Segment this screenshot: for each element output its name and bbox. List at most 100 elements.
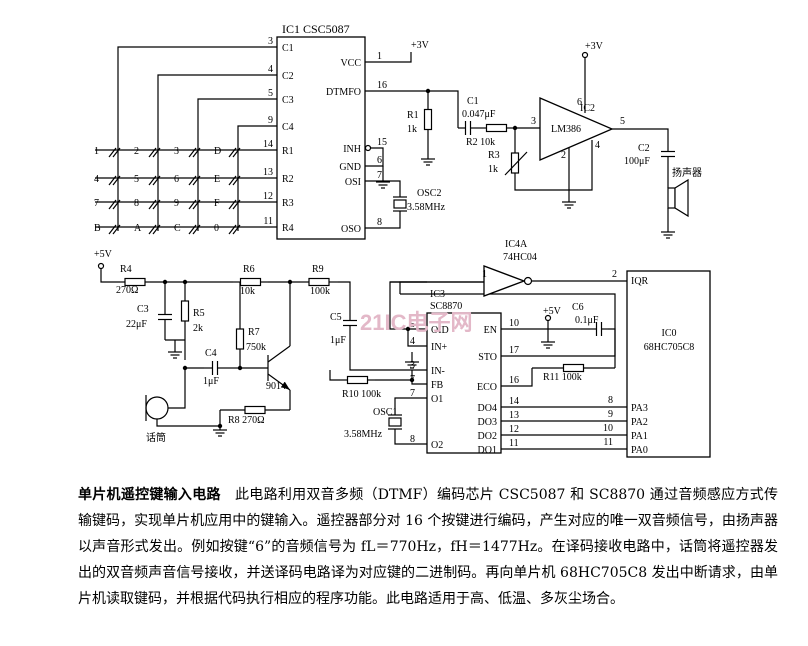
ic1-pin-number: 15 <box>377 137 387 148</box>
vcc-left-terminal <box>97 262 105 270</box>
switch-blade <box>228 224 237 235</box>
ic1-pin-vcc: VCC <box>340 58 361 69</box>
switch-blade <box>112 199 121 210</box>
switch-blade <box>188 199 197 210</box>
crystal-osc1 <box>388 414 402 430</box>
vcc-rx-label: +5V <box>543 306 562 317</box>
c3-value: 22μF <box>126 319 147 330</box>
ic3-pin-do4: DO4 <box>478 403 497 414</box>
ic0-label: IC0 <box>662 328 677 339</box>
wire <box>365 52 412 63</box>
caption-body: 此电路利用双音多频（DTMF）编码芯片 CSC5087 和 SC8870 通过音… <box>78 487 778 607</box>
ic1-pin-r2: R2 <box>282 174 294 185</box>
capacitor-c5 <box>343 319 357 327</box>
ic3-pin-number: 12 <box>509 424 519 435</box>
switch-blade <box>192 199 201 210</box>
key-label: 5 <box>134 174 139 185</box>
wire <box>501 368 533 387</box>
vcc-amp-terminal <box>581 51 589 59</box>
switch-blade <box>108 199 117 210</box>
wire <box>394 432 427 445</box>
ic2-pin-supply: 6 <box>577 97 582 108</box>
ic1-label: IC1 CSC5087 <box>282 22 350 36</box>
r3-value: 1k <box>488 164 498 175</box>
switch-blade <box>108 175 117 186</box>
ic3-pin-number: 10 <box>509 318 519 329</box>
ic1-pin-c4: C4 <box>282 122 294 133</box>
switch-blade <box>112 147 121 158</box>
key-label: F <box>214 198 220 209</box>
key-label: 3 <box>174 146 179 157</box>
wire <box>365 215 401 229</box>
c3-label: C3 <box>137 304 149 315</box>
ic1-pin-dtmfo: DTMFO <box>326 87 361 98</box>
ic3-pin-do2: DO2 <box>478 431 497 442</box>
vcc-left-label: +5V <box>94 249 113 260</box>
r3-adjust-arrow <box>504 151 528 176</box>
switch-blade <box>152 199 161 210</box>
wire <box>338 281 351 313</box>
ic1-pin-osi: OSI <box>345 177 361 188</box>
key-label: 9 <box>174 198 179 209</box>
switch-blade <box>188 175 197 186</box>
wire <box>394 397 427 412</box>
ic1-pin-number: 12 <box>263 191 273 202</box>
ic1-pin-oso: OSO <box>341 224 361 235</box>
transistor-collector <box>267 345 291 363</box>
wire <box>117 46 277 231</box>
ground-symbol <box>213 426 227 437</box>
ic3-pin-number: 7 <box>410 374 415 385</box>
resistor-r10 <box>346 375 369 385</box>
osc1-value: 3.58MHz <box>344 429 383 440</box>
ic3-pin-number: 13 <box>509 410 519 421</box>
resistor-r11 <box>562 363 585 373</box>
osc2-value: 3.58MHz <box>407 202 446 213</box>
labels: IC1 CSC5087C13C24C35C49R114R213R312R411V… <box>94 22 702 456</box>
caption-gap <box>221 487 235 503</box>
key-switch <box>108 199 121 210</box>
wire <box>237 125 277 231</box>
osc1-label: OSC1 <box>373 407 397 418</box>
c4-value: 1μF <box>203 376 219 387</box>
wire <box>365 180 401 193</box>
r11-label: R11 100k <box>543 372 582 383</box>
capacitor-c3 <box>158 313 172 321</box>
resistor-r8 <box>244 405 266 415</box>
switch-blade <box>152 175 161 186</box>
ic0-68hc705c8 <box>626 270 711 458</box>
capacitor-c4 <box>211 361 219 375</box>
ic3-pin-o2: O2 <box>431 440 443 451</box>
switch-blade <box>232 224 241 235</box>
switch-blade <box>152 147 161 158</box>
ic3-pin-number: 8 <box>410 434 415 445</box>
ic3-pin-fb: FB <box>431 380 444 391</box>
key-switch <box>188 199 201 210</box>
switch-blade <box>192 224 201 235</box>
r8-label: R8 270Ω <box>228 415 265 426</box>
r5-label: R5 <box>193 308 205 319</box>
ic1-pin-number: 6 <box>377 155 382 166</box>
vcc-amp-label: +3V <box>585 41 604 52</box>
key-label: A <box>134 223 142 234</box>
ic3-pin-number: 11 <box>509 438 519 449</box>
key-switch <box>188 147 201 158</box>
resistor-r4 <box>124 277 146 287</box>
switch-blade <box>228 147 237 158</box>
key-label: 7 <box>94 198 99 209</box>
ic3-pin-number: 17 <box>509 345 519 356</box>
ic0-pin-iqr: IQR <box>631 276 649 287</box>
speaker-icon <box>667 178 689 218</box>
ic1-pin-r3: R3 <box>282 198 294 209</box>
key-switch <box>148 224 161 235</box>
switch-blade <box>192 175 201 186</box>
r6-value: 10k <box>240 286 255 297</box>
ground-symbol <box>376 178 390 189</box>
speaker-label: 扬声器 <box>672 166 702 179</box>
resistor-r3 <box>510 152 520 174</box>
key-label: E <box>214 174 220 185</box>
ic3-pin-number: 4 <box>410 336 415 347</box>
ic1-pin-c3: C3 <box>282 95 294 106</box>
circuit-schematic: IC1 CSC5087C13C24C35C49R114R213R312R411V… <box>94 22 711 458</box>
ic3-pin-number: 14 <box>509 396 519 407</box>
r9-value: 100k <box>310 286 330 297</box>
